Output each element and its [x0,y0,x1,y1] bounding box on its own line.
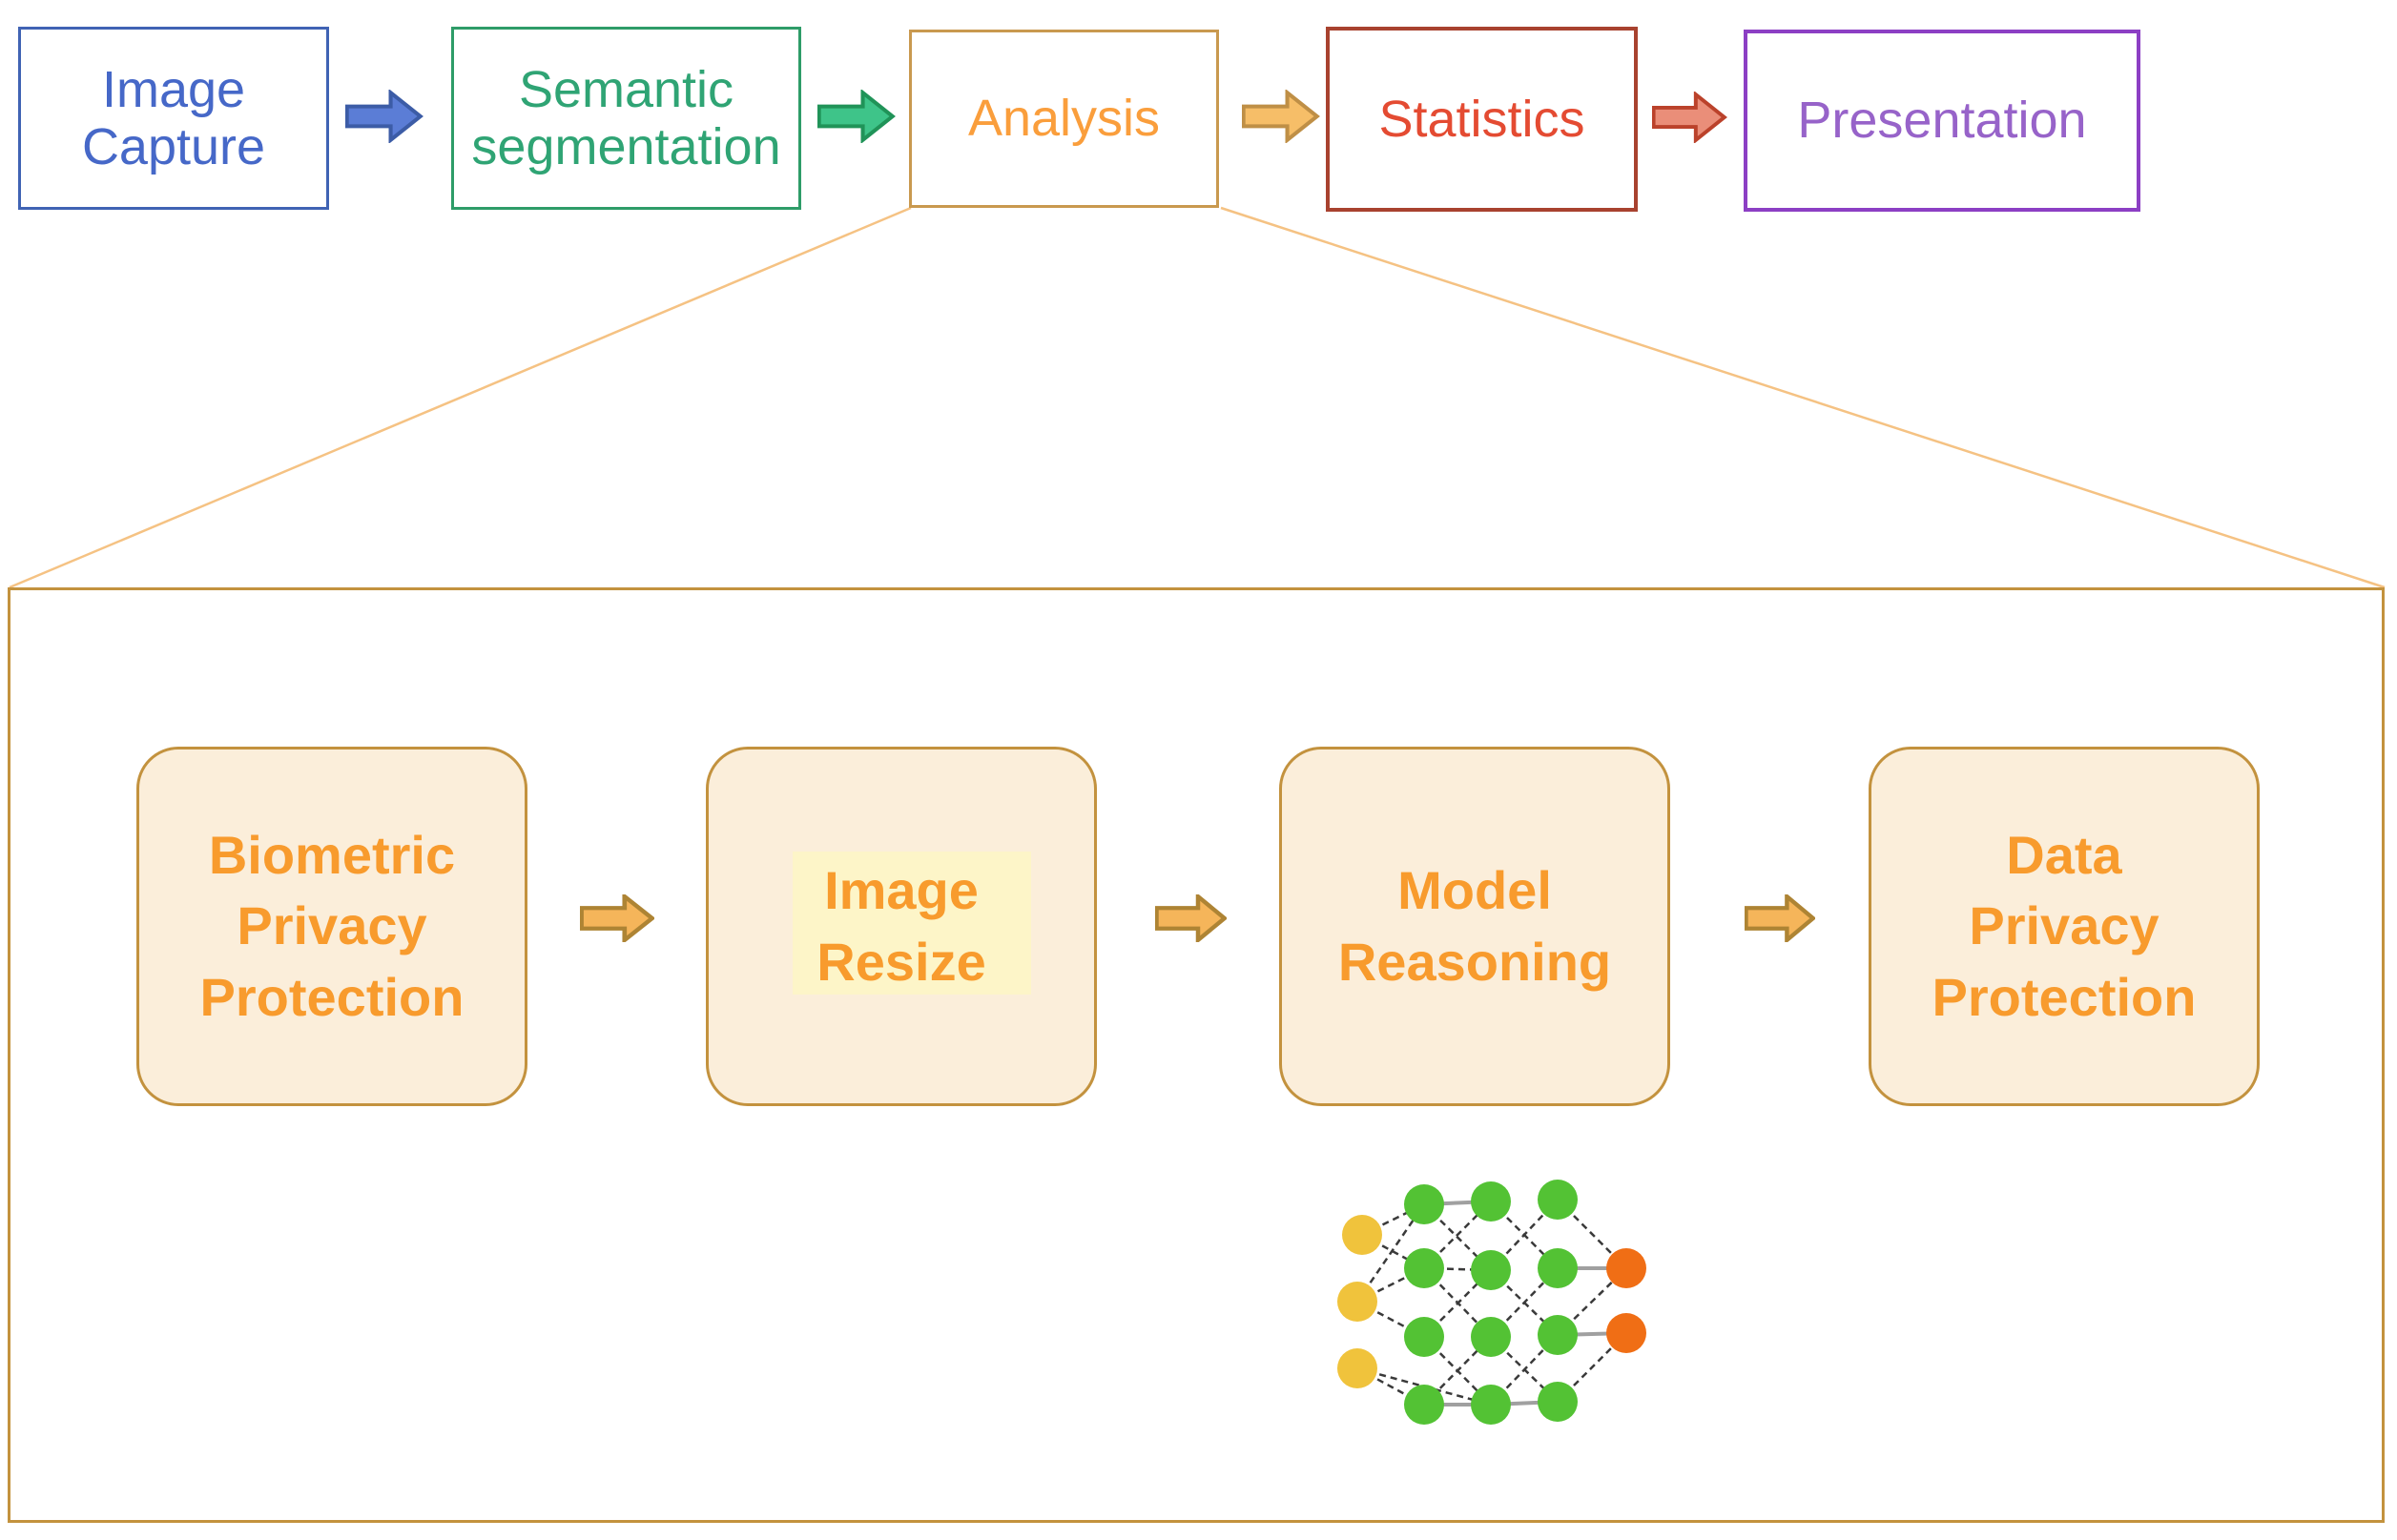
pipeline-step-label: Image Capture [81,60,266,175]
arrow-reasoning-to-data-privacy-icon [1745,894,1815,942]
pipeline-step-semantic-segmentation: Semantic segmentation [451,27,801,210]
arrow-statistics-to-presentation-icon [1652,92,1727,143]
subprocess-label: Model Reasoning [1337,860,1612,992]
pipeline-step-label: Statistics [1378,90,1585,148]
arrow-analysis-to-statistics-icon [1242,90,1320,143]
pipeline-step-label: Presentation [1797,92,2087,150]
subprocess-label: Image Resize [816,860,986,992]
arrow-capture-to-segmentation-icon [345,90,424,143]
subprocess-data-privacy-protection: Data Privacy Protection [1869,747,2260,1106]
pipeline-step-presentation: Presentation [1744,30,2140,212]
connector-line-left [9,206,912,589]
pipeline-step-label: Analysis [967,90,1161,148]
arrow-biometric-to-resize-icon [580,894,654,942]
pipeline-step-image-capture: Image Capture [18,27,329,210]
subprocess-biometric-privacy-protection: Biometric Privacy Protection [136,747,527,1106]
pipeline-step-statistics: Statistics [1326,27,1638,212]
pipeline-step-analysis: Analysis [909,30,1219,208]
arrow-resize-to-reasoning-icon [1155,894,1227,942]
subprocess-label: Biometric Privacy Protection [199,824,465,1027]
image-resize-highlight [793,852,1031,995]
subprocess-model-reasoning: Model Reasoning [1279,747,1670,1106]
subprocess-label: Data Privacy Protection [1932,824,2197,1027]
arrow-segmentation-to-analysis-icon [817,90,896,143]
pipeline-step-label: Semantic segmentation [471,60,781,175]
subprocess-image-resize: Image Resize [706,747,1097,1106]
connector-line-right [1220,206,2386,589]
